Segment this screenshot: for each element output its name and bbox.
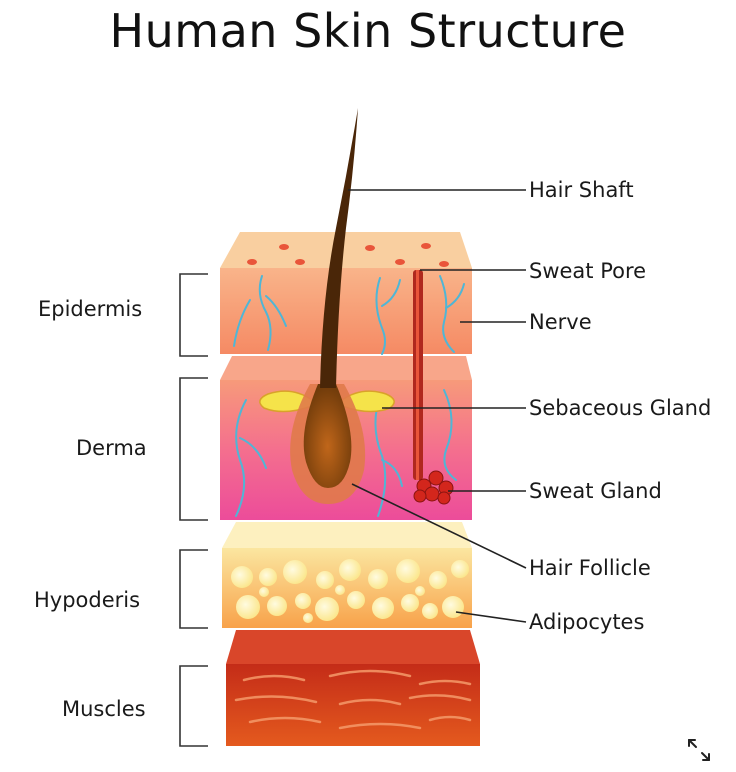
label-sweat-pore: Sweat Pore bbox=[529, 259, 647, 283]
label-hypoderis: Hypoderis bbox=[34, 588, 141, 612]
label-hair-shaft: Hair Shaft bbox=[529, 178, 634, 202]
label-epidermis: Epidermis bbox=[38, 297, 143, 321]
layer-brackets bbox=[179, 273, 208, 747]
expand-arrows-icon[interactable] bbox=[685, 736, 713, 764]
hypodermis-layer bbox=[222, 522, 472, 628]
hair-follicle bbox=[290, 384, 366, 504]
label-muscles: Muscles bbox=[62, 697, 146, 721]
leader-lines bbox=[348, 189, 527, 623]
label-nerve: Nerve bbox=[529, 310, 592, 334]
skin-pores bbox=[247, 243, 449, 267]
sebaceous-gland bbox=[259, 390, 395, 413]
label-sebaceous-gland: Sebaceous Gland bbox=[529, 396, 712, 420]
label-sweat-gland: Sweat Gland bbox=[529, 479, 662, 503]
epidermis-layer bbox=[220, 232, 472, 354]
label-adipocytes: Adipocytes bbox=[529, 610, 645, 634]
diagram-title: Human Skin Structure bbox=[109, 4, 627, 58]
label-derma: Derma bbox=[76, 436, 147, 460]
sweat-gland bbox=[413, 470, 454, 505]
hair-shaft-strand bbox=[320, 108, 358, 388]
muscle-layer bbox=[226, 630, 480, 746]
label-hair-follicle: Hair Follicle bbox=[529, 556, 651, 580]
sweat-duct bbox=[413, 270, 423, 480]
